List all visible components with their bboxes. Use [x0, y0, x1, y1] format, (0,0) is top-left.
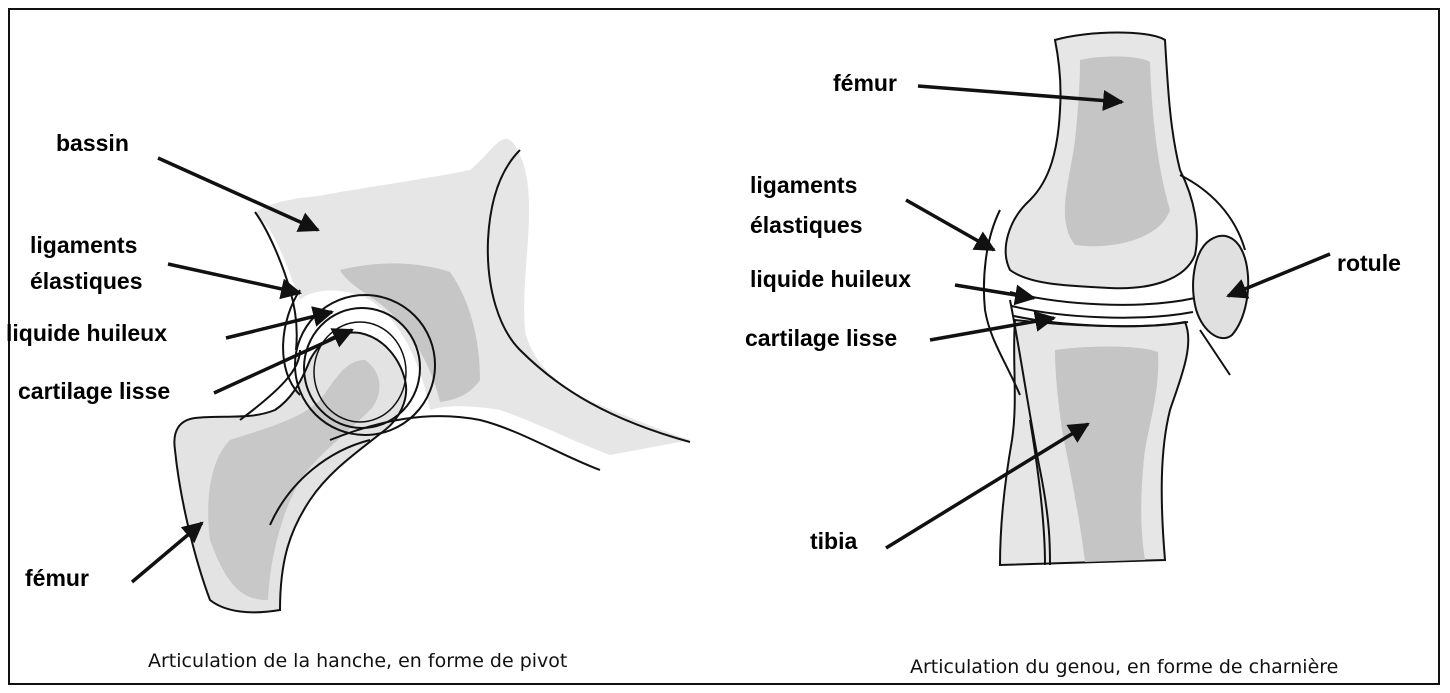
hip-label-ligaments-line1: ligaments: [30, 232, 137, 259]
knee-label-rotule: rotule: [1337, 250, 1401, 277]
knee-label-tibia: tibia: [810, 528, 857, 555]
knee-label-cartilage: cartilage lisse: [745, 325, 897, 352]
hip-liquide-arrow: [226, 312, 332, 338]
knee-label-femur: fémur: [833, 70, 897, 97]
hip-bassin-arrow: [158, 158, 318, 230]
hip-caption: Articulation de la hanche, en forme de p…: [148, 650, 567, 672]
knee-caption: Articulation du genou, en forme de charn…: [910, 656, 1338, 678]
hip-label-femur: fémur: [25, 565, 89, 592]
knee-label-ligaments-line2: élastiques: [750, 212, 863, 239]
knee-ligaments-arrow: [906, 200, 994, 250]
hip-label-liquide: liquide huileux: [6, 320, 167, 347]
hip-label-ligaments-line2: élastiques: [30, 268, 143, 295]
knee-label-ligaments-line1: ligaments: [750, 172, 857, 199]
knee-label-liquide: liquide huileux: [750, 266, 911, 293]
hip-label-bassin: bassin: [56, 130, 129, 157]
knee-liquide-arrow: [955, 285, 1034, 298]
hip-label-cartilage: cartilage lisse: [18, 378, 170, 405]
hip-ligaments-arrow: [168, 264, 300, 293]
hip-femur-arrow: [132, 523, 202, 582]
knee-patella: [1193, 236, 1248, 338]
knee-joint-illustration: [984, 33, 1248, 566]
